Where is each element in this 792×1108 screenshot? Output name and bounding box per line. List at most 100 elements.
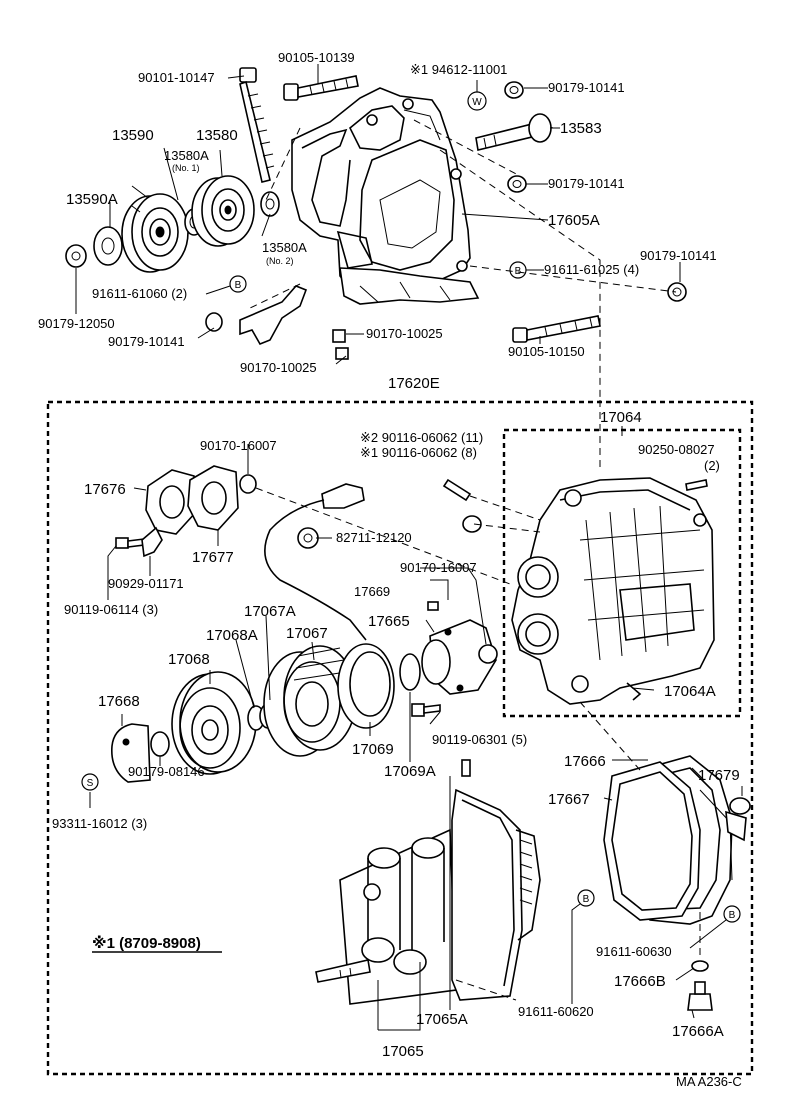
label-17067: 17067 [286, 625, 328, 642]
upper-bracket-assembly: W B B [205, 67, 687, 360]
pulley-17068 [171, 671, 257, 775]
nut-90170-16007-a [462, 515, 482, 533]
nut-90179-10141-b [507, 175, 527, 193]
cover-17676 [145, 469, 197, 535]
leader-lines [75, 64, 743, 1031]
pulley-group [65, 175, 280, 273]
rotor-housing-17065 [315, 828, 457, 1005]
label-90170-10025-a: 90170-10025 [366, 326, 443, 341]
label-13580A-no1: 13580A [164, 148, 209, 163]
spacer-13580A-no2 [260, 191, 280, 217]
label-93311-16012: 93311-16012 (3) [52, 816, 147, 831]
label-17064A: 17064A [664, 683, 716, 700]
washer-17666B [691, 960, 709, 972]
bolt-90101-10147 [239, 67, 275, 183]
label-13580A-no2: 13580A [262, 240, 307, 255]
nut-90179-10141-d [205, 312, 223, 332]
marker-b-text: B [583, 894, 590, 905]
label-90179-08146: 90179-08146 [128, 764, 205, 779]
pulley-13580 [191, 175, 255, 247]
label-90179-12050: 90179-12050 [38, 316, 115, 331]
label-90116-06062-11: ※2 90116-06062 (11) [360, 430, 483, 445]
label-17069: 17069 [352, 741, 394, 758]
nut-90170-16007-c [478, 644, 498, 664]
stud-90116-06062 [442, 478, 472, 502]
bracket-17605A [291, 87, 480, 305]
bolt-90105-10150 [512, 315, 601, 343]
label-90170-10025-b: 90170-10025 [240, 360, 317, 375]
marker-w-text: W [472, 97, 482, 108]
flange-17665 [421, 619, 497, 695]
label-90170-16007-b: 90170-16007 [400, 560, 477, 575]
marker-b-circle [577, 889, 595, 907]
label-90179-10141-c: 90179-10141 [640, 248, 717, 263]
gasket-17667 [603, 761, 701, 921]
label-17669: 17669 [354, 584, 390, 599]
screw-90119-06114 [115, 537, 145, 549]
label-94612-11001: ※1 94612-11001 [410, 62, 507, 77]
label-17666: 17666 [564, 753, 606, 770]
nut-90179-12050 [65, 244, 87, 268]
label-90250-qty: (2) [704, 458, 720, 473]
label-82711-12120: 82711-12120 [336, 530, 412, 545]
coil-17069 [337, 643, 395, 729]
nut-90170-10025-b [335, 347, 349, 360]
label-91611-60630: 91611-60630 [596, 944, 672, 959]
ring-17069A [399, 653, 421, 691]
nut-90170-10025-a [332, 329, 346, 343]
footer-code: MA A236-C [676, 1074, 742, 1089]
label-note-range: ※1 (8709-8908) [92, 934, 201, 952]
nut-82711-12120 [297, 527, 319, 549]
label-91611-61060: 91611-61060 (2) [92, 286, 187, 301]
label-91611-60620: 91611-60620 [518, 1004, 594, 1019]
label-90170-16007-a: 90170-16007 [200, 438, 277, 453]
label-90929-01171: 90929-01171 [108, 576, 184, 591]
bolt-90105-10139 [283, 75, 359, 101]
label-90105-10150: 90105-10150 [508, 344, 585, 359]
washer-13590A [93, 226, 123, 266]
dashed-reference-lines [245, 119, 701, 1001]
label-17665: 17665 [368, 613, 410, 630]
label-90119-06114: 90119-06114 (3) [64, 602, 158, 617]
nut-90170-16007-b [239, 474, 257, 494]
label-no2: (No. 2) [266, 256, 294, 266]
pin-17065A [461, 759, 471, 777]
label-17667: 17667 [548, 791, 590, 808]
pin-90250-08027 [685, 479, 708, 491]
label-17068: 17068 [168, 651, 210, 668]
marker-s-circle [81, 773, 99, 791]
label-90116-06062-8: ※1 90116-06062 (8) [360, 445, 477, 460]
label-90101-10147: 90101-10147 [138, 70, 215, 85]
part-labels: 90105-10139 ※1 94612-11001 90101-10147 9… [38, 50, 742, 1089]
connector-wire [264, 483, 367, 641]
clutch-group: S [81, 465, 498, 791]
label-17068A: 17068A [206, 627, 258, 644]
small-bracket [239, 285, 308, 346]
label-17666A: 17666A [672, 1023, 724, 1040]
label-90179-10141-d: 90179-10141 [108, 334, 185, 349]
label-17620E: 17620E [388, 375, 440, 392]
pulley-17067 [263, 645, 357, 757]
label-17676: 17676 [84, 481, 126, 498]
label-90105-10139: 90105-10139 [278, 50, 355, 65]
frame-17620E [46, 400, 754, 1076]
label-17067A: 17067A [244, 603, 296, 620]
label-13583: 13583 [560, 120, 602, 137]
label-17069A: 17069A [384, 763, 436, 780]
gasket-17677 [187, 465, 239, 531]
label-90250-08027: 90250-08027 [638, 442, 715, 457]
label-13590: 13590 [112, 127, 154, 144]
label-17064: 17064 [600, 409, 642, 426]
screw-90119-06301 [411, 703, 441, 717]
label-90179-10141-b: 90179-10141 [548, 176, 625, 191]
label-17065A: 17065A [416, 1011, 468, 1028]
label-17668: 17668 [98, 693, 140, 710]
marker-b-text: B [515, 266, 522, 277]
pin-17669 [427, 601, 439, 611]
label-90119-06301: 90119-06301 (5) [432, 732, 527, 747]
end-plate [451, 788, 541, 1001]
cover-17668 [111, 723, 151, 783]
marker-b-text: B [235, 280, 242, 291]
nut-90179-08146 [150, 731, 170, 757]
